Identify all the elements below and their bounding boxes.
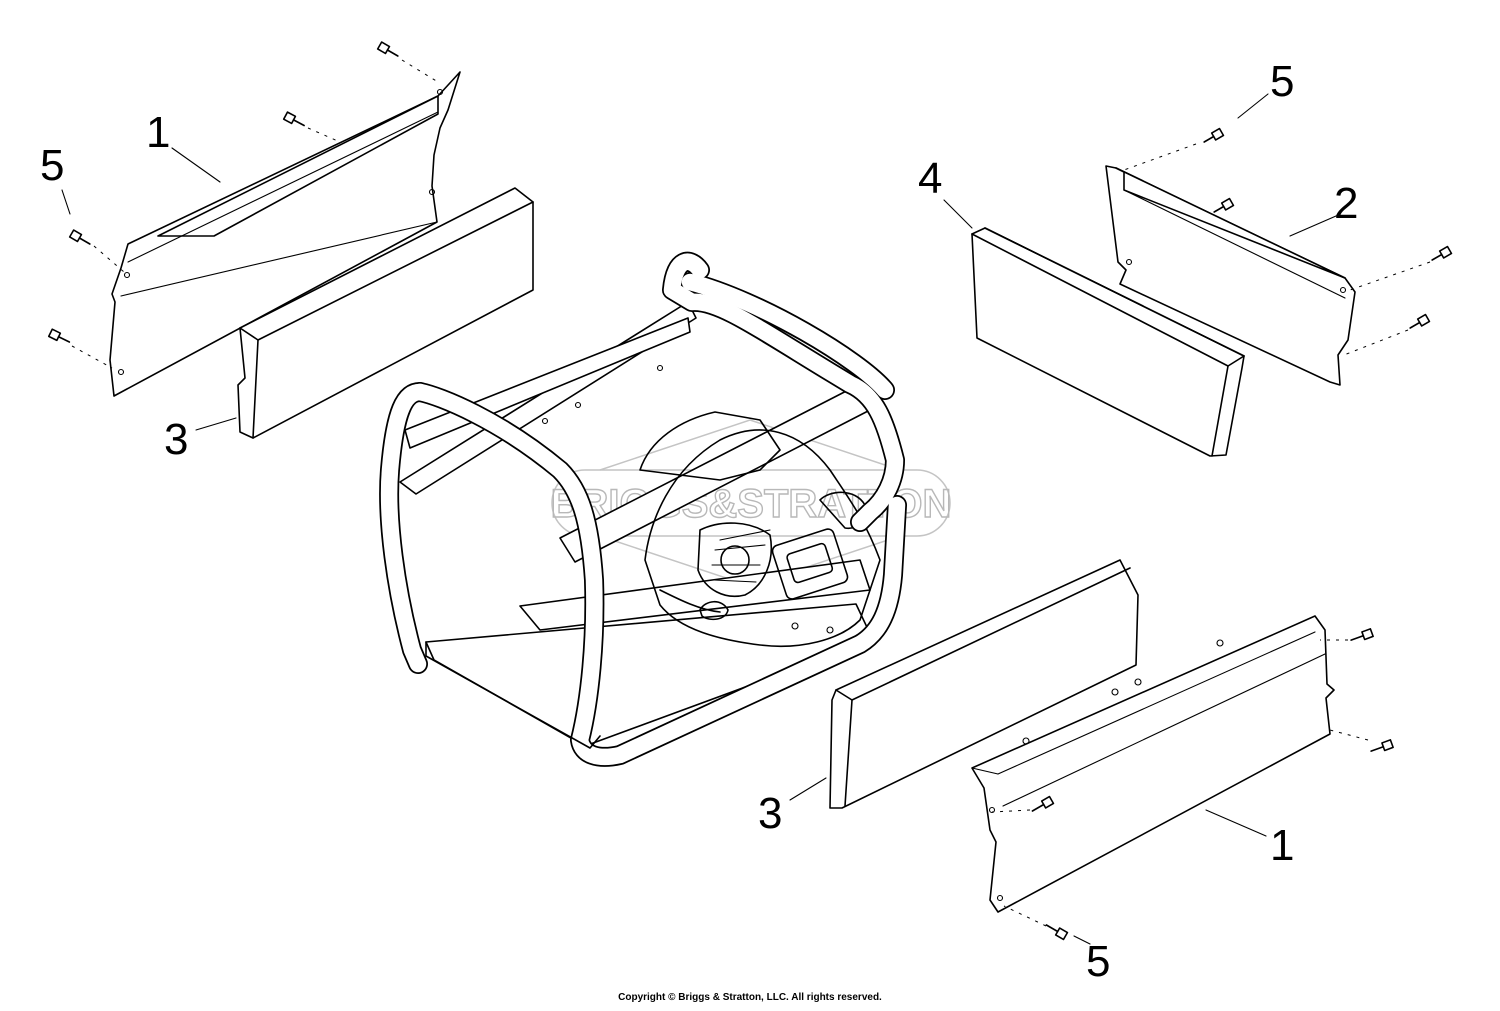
callout-label: 4 xyxy=(918,154,942,203)
screw-icon xyxy=(1203,127,1225,143)
screw-icon xyxy=(376,41,399,57)
leader-lines xyxy=(61,93,1337,945)
callout-label: 1 xyxy=(146,108,170,157)
callout-label: 1 xyxy=(1270,821,1294,870)
side-panel-bottom-right xyxy=(971,615,1335,913)
side-panel-top-left xyxy=(109,71,461,397)
screw-icon xyxy=(1370,739,1394,752)
screw-icon xyxy=(1045,924,1069,941)
screw-icon xyxy=(68,229,91,245)
screw-icon xyxy=(1409,313,1431,329)
callout-label: 5 xyxy=(40,141,64,190)
insulation-block-top-right xyxy=(971,227,1245,457)
engine xyxy=(639,411,881,648)
screw-icon xyxy=(1031,795,1055,812)
callouts: 1 5 3 4 5 2 3 1 5 xyxy=(40,57,1358,986)
callout-label: 3 xyxy=(164,415,188,464)
callout-label: 3 xyxy=(758,789,782,838)
screw-icon xyxy=(1350,628,1374,641)
screw-icon xyxy=(1213,197,1235,213)
insulation-block-top-left xyxy=(237,187,534,439)
screw-icon xyxy=(47,328,71,343)
screw-icon xyxy=(1431,245,1453,261)
side-panel-top-right xyxy=(1105,165,1356,386)
callout-label: 5 xyxy=(1270,57,1294,106)
screw-icon xyxy=(282,111,305,127)
copyright-notice: Copyright © Briggs & Stratton, LLC. All … xyxy=(618,992,882,1003)
screws xyxy=(47,41,1453,941)
callout-label: 5 xyxy=(1086,937,1110,986)
insulation-block-bottom-right xyxy=(829,559,1139,809)
generator-frame xyxy=(379,251,907,767)
callout-label: 2 xyxy=(1334,179,1358,228)
